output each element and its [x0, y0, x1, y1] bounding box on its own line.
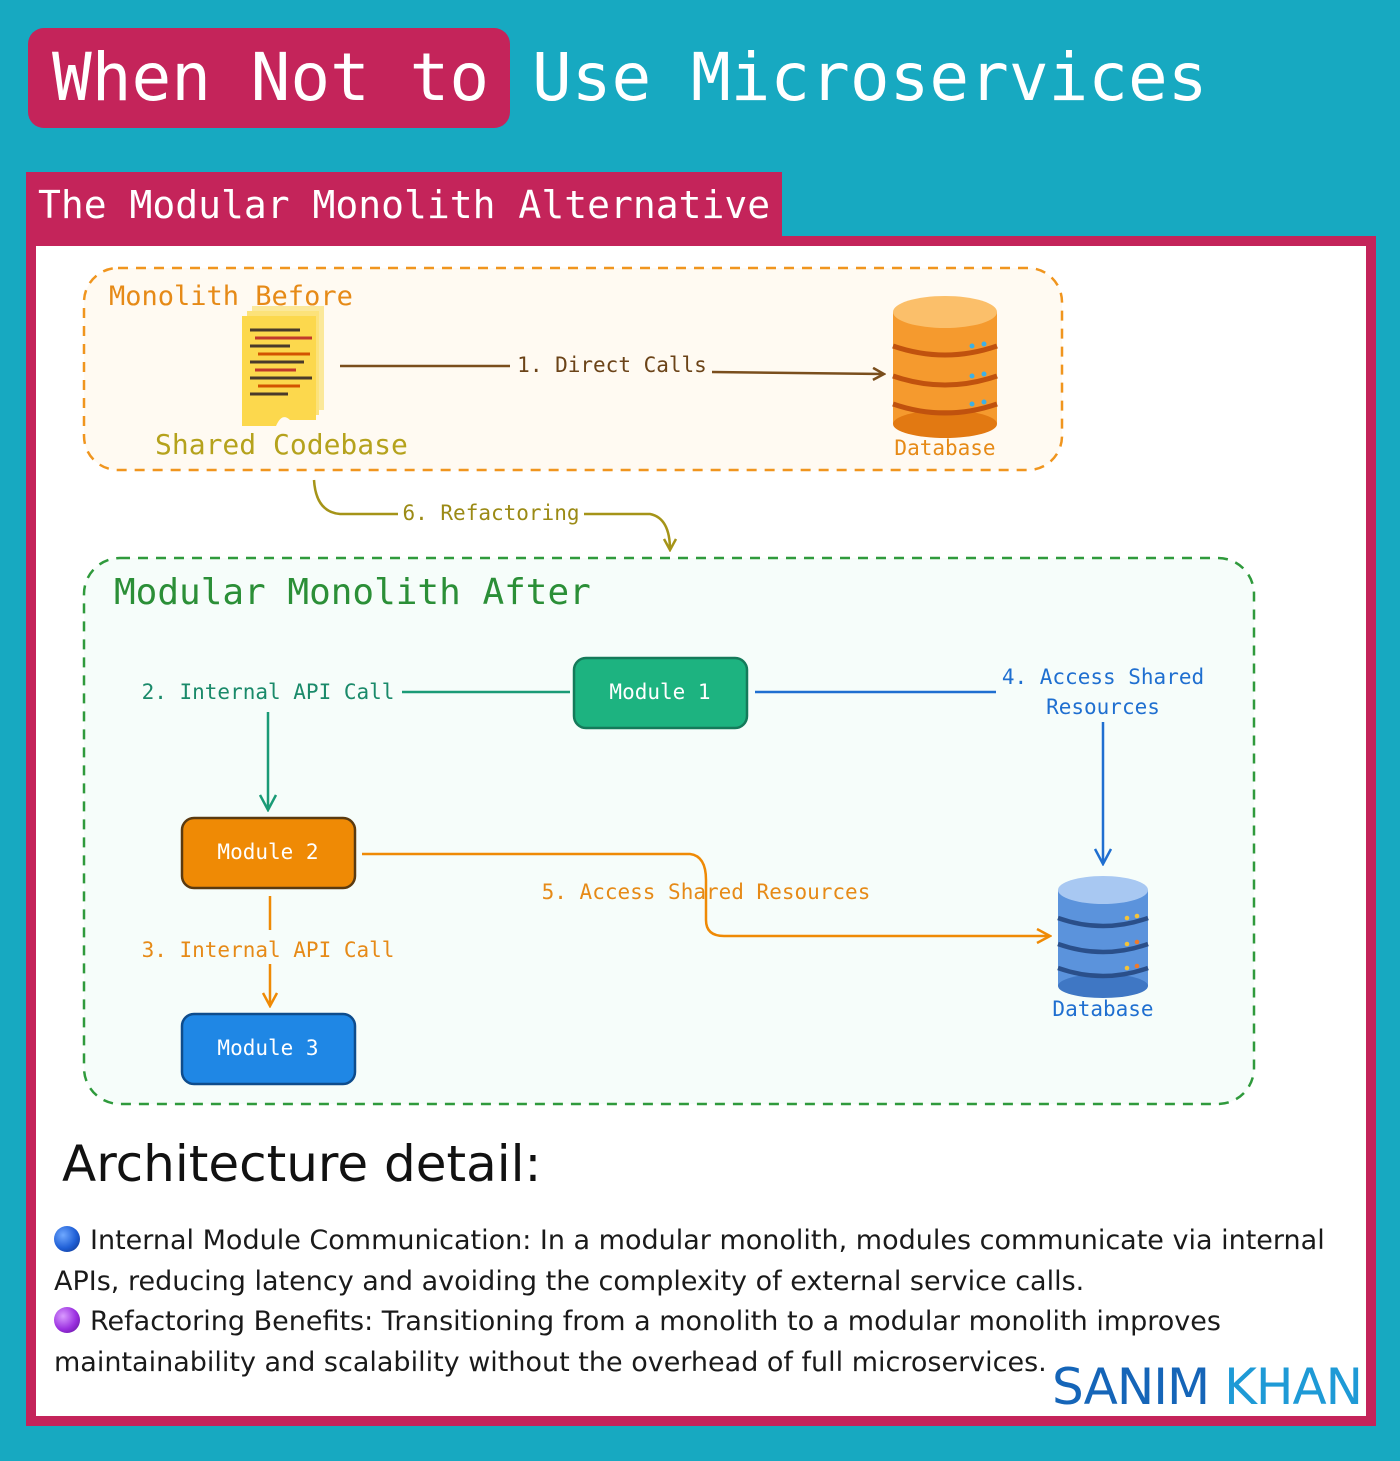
- edge-direct-calls-label: 1. Direct Calls: [517, 353, 707, 377]
- title-highlight-box: [28, 28, 510, 128]
- edge-access-shared-5-label: 5. Access Shared Resources: [542, 880, 871, 904]
- module-3: [180, 1012, 357, 1086]
- module-1-label: Module 1: [609, 680, 710, 704]
- edge-refactoring: [312, 479, 670, 550]
- purple-circle-icon: [54, 1307, 80, 1333]
- codebase-label: Shared Codebase: [155, 428, 408, 461]
- detail-item-communication: Internal Module Communication: In a modu…: [54, 1220, 1344, 1302]
- database-before-icon: [892, 296, 998, 438]
- modular-monolith-after-label: Modular Monolith After: [114, 572, 591, 613]
- blue-circle-icon: [54, 1226, 80, 1252]
- detail-item-communication-text: Internal Module Communication: In a modu…: [54, 1225, 1325, 1297]
- edge-access-shared-5: [362, 852, 1050, 936]
- edge-refactoring-label: 6. Refactoring: [402, 501, 579, 525]
- edge-access-shared-4-label-line2: Resources: [1046, 695, 1160, 719]
- edge-access-shared-4-label-line1: 4. Access Shared: [1002, 665, 1204, 689]
- module-1: [572, 656, 749, 730]
- title-part-2: Use Microservices: [532, 39, 1208, 116]
- brand-signature: SANIM KHAN: [1052, 1358, 1363, 1416]
- monolith-before-group: [82, 266, 1064, 472]
- detail-item-refactoring-text: Refactoring Benefits: Transitioning from…: [54, 1306, 1221, 1378]
- subtitle-tab: [26, 172, 782, 242]
- module-2: [180, 816, 357, 890]
- database-after-label: Database: [1052, 997, 1153, 1021]
- title-part-1: When Not to: [52, 39, 490, 116]
- module-2-label: Module 2: [217, 840, 318, 864]
- edge-direct-calls: [340, 366, 884, 374]
- database-before-label: Database: [894, 436, 995, 460]
- codebase-icon: [242, 306, 324, 426]
- brand-first-name: SANIM: [1052, 1358, 1210, 1416]
- modular-monolith-after-group: [82, 556, 1256, 1106]
- module-3-label: Module 3: [217, 1036, 318, 1060]
- subtitle: The Modular Monolith Alternative: [38, 183, 771, 227]
- edge-internal-api-2-label: 3. Internal API Call: [142, 938, 395, 962]
- brand-last-name: KHAN: [1224, 1358, 1363, 1416]
- database-after-icon: [1057, 876, 1149, 998]
- architecture-detail-heading: Architecture detail:: [62, 1135, 542, 1193]
- edge-internal-api-1-label: 2. Internal API Call: [142, 680, 395, 704]
- detail-item-refactoring: Refactoring Benefits: Transitioning from…: [54, 1301, 1344, 1383]
